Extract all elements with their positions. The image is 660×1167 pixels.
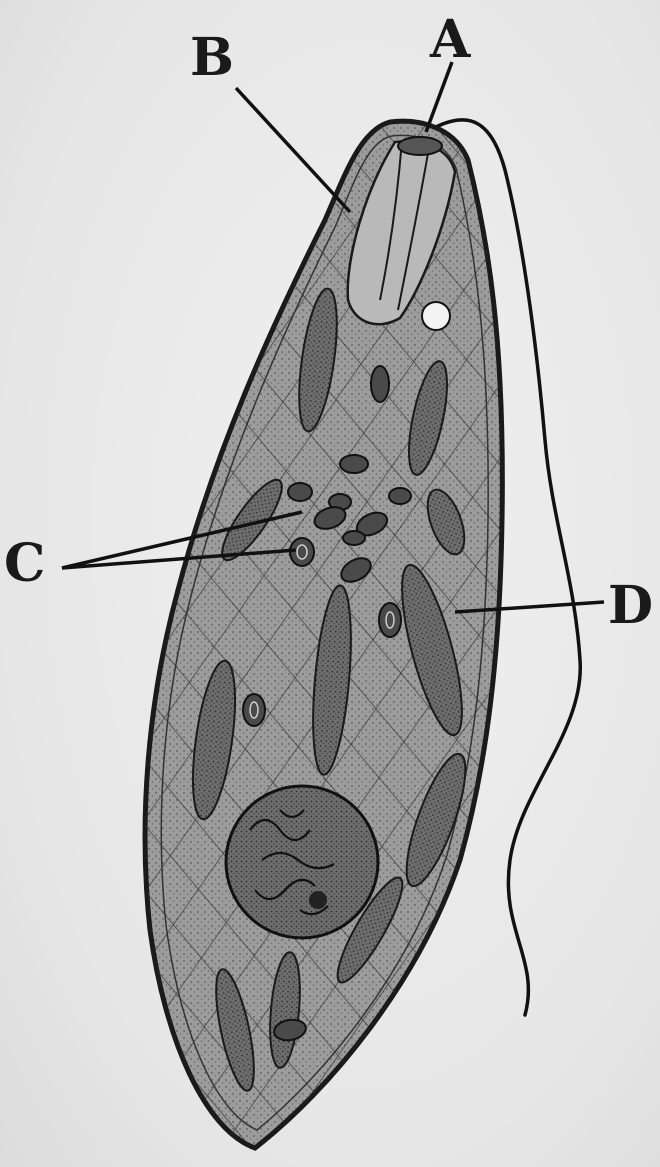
- contractile-vacuole: [422, 302, 450, 330]
- eyespot: [398, 137, 442, 155]
- label-a: A: [430, 14, 470, 66]
- label-d: D: [608, 580, 653, 632]
- label-c: C: [4, 538, 45, 590]
- nucleolus: [309, 891, 327, 909]
- label-b: B: [190, 32, 234, 84]
- pointer-b: [236, 88, 350, 212]
